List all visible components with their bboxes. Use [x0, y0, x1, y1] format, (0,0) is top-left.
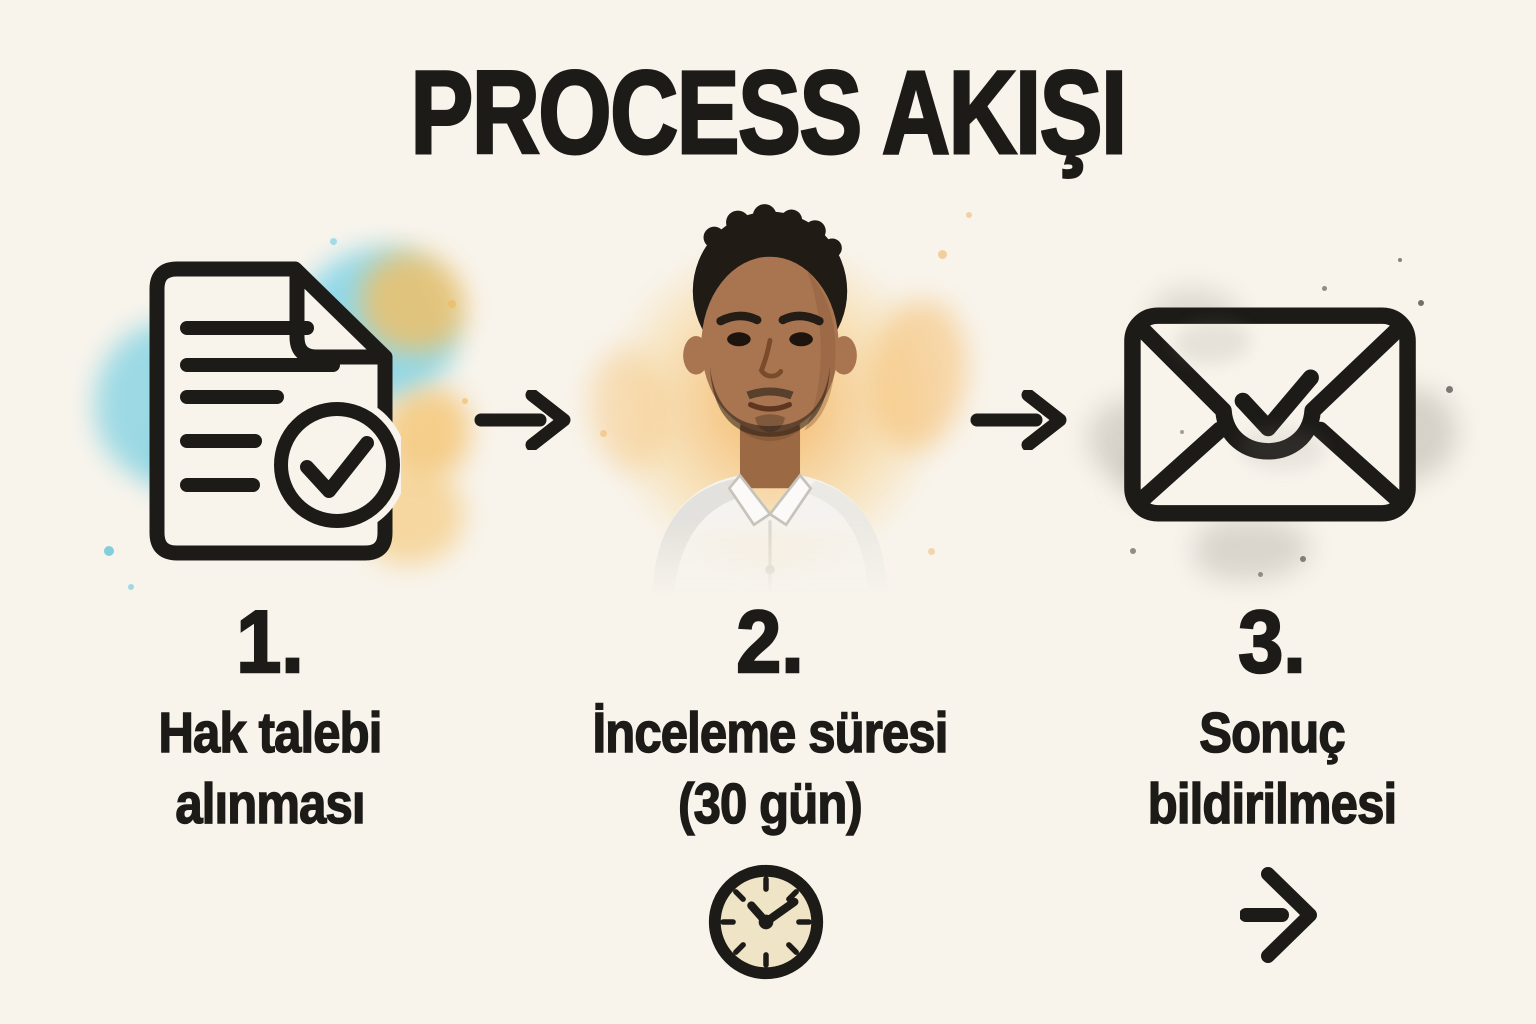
step-3-label-line1: Sonuç [1199, 700, 1347, 765]
checkmark-icon [300, 436, 374, 498]
person-portrait-svg [652, 204, 888, 600]
paint-speckle [462, 398, 468, 404]
step-3-label: Sonuç bildirilmesi [1083, 698, 1461, 839]
envelope-check-icon [1115, 298, 1425, 531]
paint-speckle [1130, 548, 1136, 554]
paint-speckle [128, 584, 134, 590]
paint-speckle [1398, 258, 1402, 262]
paint-speckle [1322, 286, 1327, 291]
step-1-label-line2: alınması [175, 771, 366, 836]
final-arrow-svg [1240, 867, 1317, 963]
arrow-right-icon [1240, 864, 1322, 966]
envelope-check-svg [1124, 307, 1416, 522]
paint-speckle [966, 212, 972, 218]
person-portrait-image [577, 160, 963, 600]
clock-icon [702, 858, 830, 986]
step-1-label-line1: Hak talebi [158, 700, 383, 765]
step-1-label: Hak talebi alınması [81, 698, 459, 839]
paint-speckle [1446, 386, 1453, 393]
paint-speckle [448, 300, 456, 308]
step-1-number: 1. [235, 592, 305, 691]
paint-speckle [1258, 572, 1263, 577]
paint-speckle [330, 238, 337, 245]
step-3-number: 3. [1237, 592, 1307, 691]
paint-speckle [1300, 556, 1306, 562]
flow-arrow-svg [970, 390, 1067, 450]
step-3-label-line2: bildirilmesi [1147, 771, 1398, 836]
arrow-right-icon [970, 390, 1074, 450]
flow-arrow-svg [474, 390, 571, 450]
arrow-right-icon [474, 390, 578, 450]
step-2-label: İnceleme süresi (30 gün) [581, 698, 959, 839]
document-check-icon [101, 247, 401, 567]
step-2-label-line1: İnceleme süresi [592, 700, 949, 765]
step-2-label-line2: (30 gün) [677, 771, 863, 836]
step-2-number: 2. [735, 592, 805, 691]
document-check-svg [149, 261, 401, 561]
clock-svg [708, 864, 824, 980]
page-title: PROCESS AKIŞI [409, 47, 1128, 179]
checkmark-icon [1234, 369, 1319, 437]
